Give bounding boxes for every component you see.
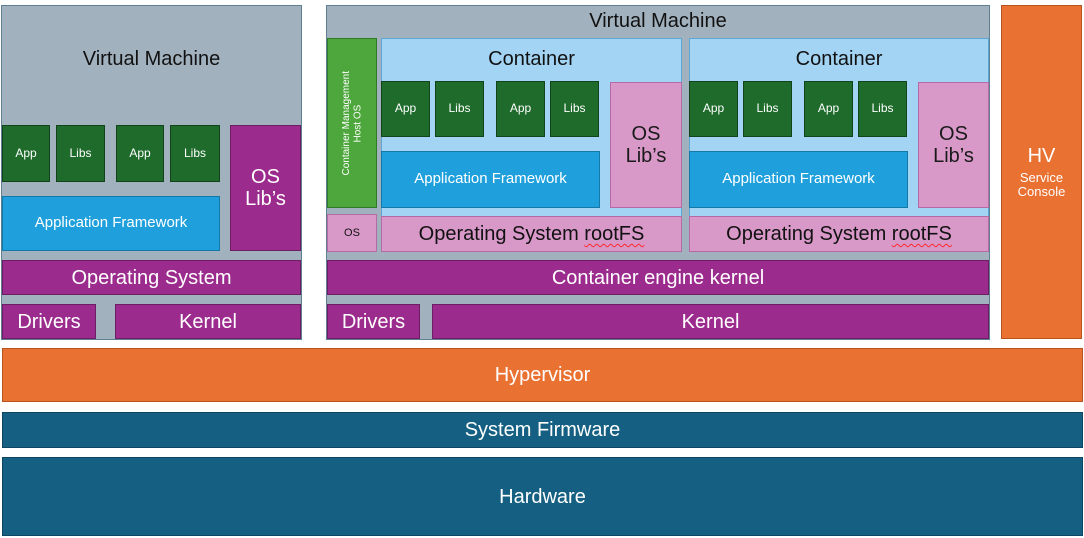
container-2-application-framework: Application Framework — [689, 151, 908, 208]
container-2-os-rootfs: Operating System rootFS — [689, 216, 989, 252]
left-os-libs-line1: OS — [251, 166, 280, 188]
container-1-app-1: App — [381, 81, 430, 137]
container-management-host-os: Container Management Host OS — [327, 38, 377, 208]
container-2-app-1: App — [689, 81, 738, 137]
container-engine-kernel: Container engine kernel — [327, 260, 989, 295]
container-1-os-libs: OS Lib’s — [610, 82, 682, 208]
container-2-rootfs-word: rootFS — [891, 223, 952, 245]
hv-service-console: HV Service Console — [1001, 5, 1082, 339]
left-kernel: Kernel — [115, 304, 301, 339]
container-1-title: Container — [488, 48, 575, 70]
container-1-os-libs-line2: Lib’s — [625, 145, 667, 167]
hv-subtitle-line2: Console — [1017, 184, 1066, 199]
container-1-libs-2: Libs — [550, 81, 599, 137]
container-2-libs-1: Libs — [743, 81, 792, 137]
left-drivers: Drivers — [2, 304, 96, 339]
right-kernel: Kernel — [432, 304, 989, 339]
container-1-os-libs-line1: OS — [631, 123, 661, 145]
hv-title: HV — [1027, 144, 1056, 167]
container-2-os-libs-line2: Lib’s — [933, 145, 974, 167]
container-management-line1: Container Management — [340, 70, 352, 176]
right-drivers: Drivers — [327, 304, 420, 339]
container-2-os-libs: OS Lib’s — [918, 82, 989, 208]
left-os-libs-line2: Lib’s — [245, 188, 286, 210]
left-app-box-2: App — [116, 125, 164, 182]
left-app-box-1: App — [2, 125, 50, 182]
container-1-app-2: App — [496, 81, 545, 137]
left-libs-box-2: Libs — [170, 125, 220, 182]
hardware: Hardware — [2, 457, 1083, 536]
container-1-rootfs-prefix: Operating System — [418, 223, 585, 245]
container-1-application-framework: Application Framework — [381, 151, 600, 208]
container-1-libs-1: Libs — [435, 81, 484, 137]
container-management-label: Container Management Host OS — [341, 71, 364, 176]
left-application-framework: Application Framework — [2, 196, 220, 251]
container-2-app-2: App — [804, 81, 853, 137]
host-os-box: OS — [327, 214, 377, 252]
hv-subtitle-line1: Service — [1019, 169, 1064, 185]
container-2-title: Container — [795, 48, 883, 70]
container-management-line2: Host OS — [352, 104, 363, 142]
system-firmware: System Firmware — [2, 412, 1083, 448]
container-1-rootfs-word: rootFS — [584, 223, 645, 245]
left-os-libs: OS Lib’s — [230, 125, 301, 251]
right-vm-title: Virtual Machine — [589, 10, 727, 32]
left-operating-system: Operating System — [2, 260, 301, 295]
left-libs-box-1: Libs — [56, 125, 105, 182]
hypervisor: Hypervisor — [2, 348, 1083, 402]
container-1-os-rootfs: Operating System rootFS — [381, 216, 682, 252]
container-2-rootfs-prefix: Operating System — [726, 223, 892, 245]
container-2-libs-2: Libs — [858, 81, 907, 137]
left-vm-title: Virtual Machine — [82, 48, 221, 70]
container-2-os-libs-line1: OS — [939, 123, 968, 145]
